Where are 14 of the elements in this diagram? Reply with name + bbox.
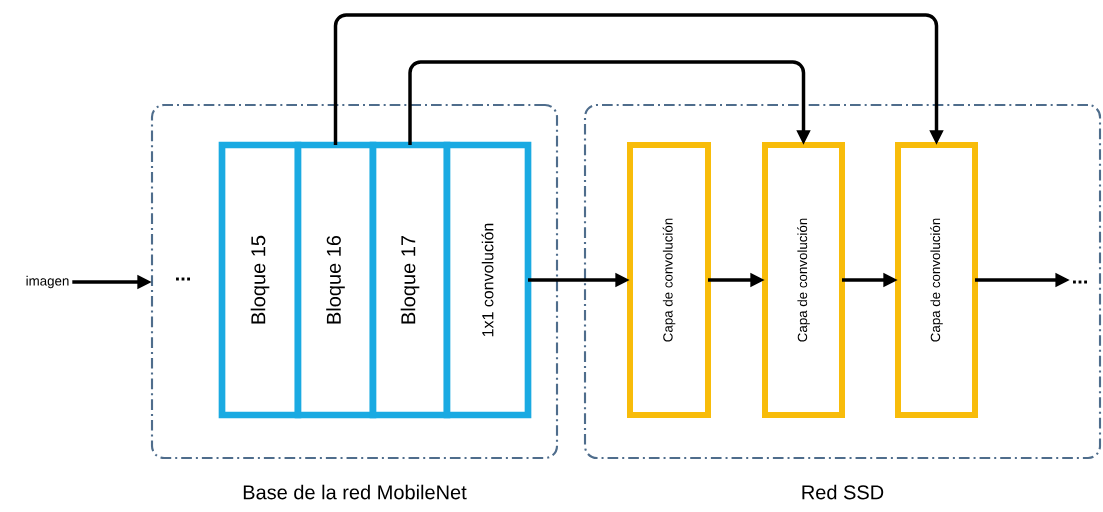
block-box: Bloque 15 — [218, 141, 302, 419]
block-box: Bloque 16 — [294, 141, 377, 419]
layer-box: Capa de convolución — [627, 142, 711, 418]
block-box: 1x1 convolución — [443, 141, 532, 419]
input-label: imagen — [26, 275, 69, 289]
arrow — [333, 13, 944, 145]
ellipsis: ... — [176, 277, 190, 281]
ellipsis: ... — [1073, 280, 1087, 284]
group-title: Base de la red MobileNet — [243, 484, 467, 500]
layer-box: Capa de convolución — [762, 142, 845, 418]
arrow — [408, 60, 811, 145]
group-title: Red SSD — [802, 484, 884, 500]
block-box: Bloque 17 — [369, 141, 451, 419]
layer-box: Capa de convolución — [895, 142, 978, 418]
